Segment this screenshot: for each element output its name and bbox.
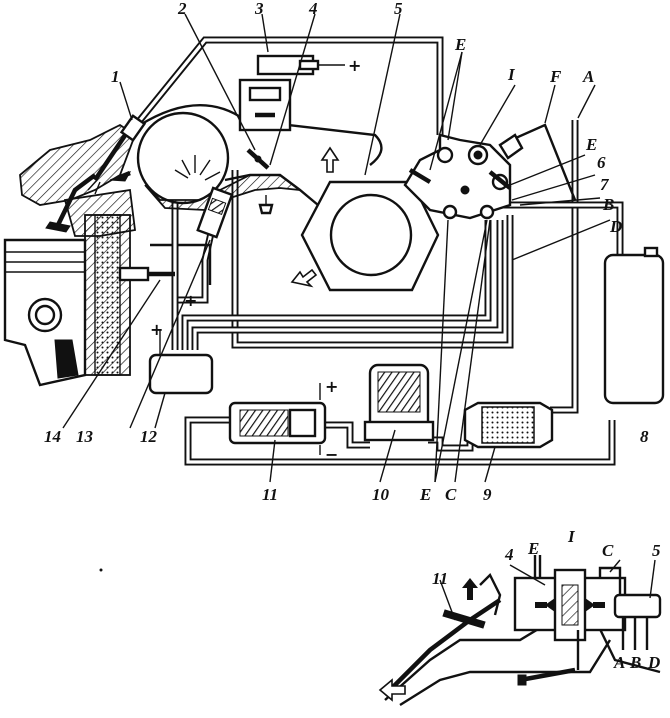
label-C-bottom: C (445, 485, 457, 504)
label-11: 11 (262, 485, 278, 504)
piston (3, 238, 87, 387)
label-E-bottom: E (419, 485, 431, 504)
inset-label-D: D (647, 653, 660, 672)
fuel-filter (463, 401, 554, 449)
auxiliary-air-valve (238, 54, 345, 132)
label-12: 12 (140, 427, 158, 446)
label-7: 7 (600, 175, 610, 194)
inset-detail-I: I 11 4 E C 5 A B D (378, 527, 662, 707)
cold-start-valve (174, 155, 234, 239)
label-14: 14 (44, 427, 61, 446)
label-5: 5 (394, 0, 403, 18)
label-E-top: E (454, 35, 466, 54)
plus-sign: + (184, 291, 197, 310)
inset-label-B: B (629, 653, 641, 672)
inset-label-C: C (602, 541, 614, 560)
label-1: 1 (111, 67, 120, 86)
fuel-accumulator (363, 363, 435, 442)
part-labels: 1 2 3 4 5 E I F A E 6 7 B D 8 9 10 11 12… (44, 0, 649, 504)
label-A: A (582, 67, 594, 86)
fuel-pump (228, 383, 327, 455)
throttle-valve (246, 148, 274, 215)
label-8: 8 (640, 427, 649, 446)
inset-label-A: A (613, 653, 625, 672)
inset-label-11: 11 (432, 569, 448, 588)
label-I: I (507, 65, 516, 84)
label-4: 4 (308, 0, 318, 18)
inset-title-I: I (567, 527, 576, 546)
label-2: 2 (177, 0, 187, 18)
inset-label-E: E (527, 539, 539, 558)
engine-block-wall (84, 214, 131, 376)
inset-label-4: 4 (504, 545, 514, 564)
label-3: 3 (254, 0, 264, 18)
label-B: B (602, 195, 614, 214)
label-13: 13 (76, 427, 94, 446)
fuel-tank (603, 246, 665, 405)
leader-lines (62, 13, 611, 483)
plus-sign: + (150, 320, 163, 339)
warm-up-regulator (148, 330, 214, 395)
stray-dot (99, 568, 103, 572)
label-6: 6 (597, 153, 606, 172)
label-F: F (549, 67, 562, 86)
air-flow-sensor (300, 180, 440, 292)
plus-sign: + (348, 56, 361, 75)
inset-label-5: 5 (652, 541, 661, 560)
label-D: D (609, 217, 622, 236)
label-10: 10 (372, 485, 390, 504)
fuel-injector (84, 114, 147, 195)
plus-sign: + (325, 377, 338, 396)
label-9: 9 (483, 485, 492, 504)
pipe-network (129, 36, 624, 466)
fuel-distributor (403, 133, 524, 220)
air-flow-arrows (290, 146, 340, 288)
electrical-symbols: + + + + − (150, 56, 361, 464)
coolant-temperature-sensor (118, 266, 175, 282)
minus-sign: − (325, 445, 338, 464)
label-E-right: E (585, 135, 597, 154)
